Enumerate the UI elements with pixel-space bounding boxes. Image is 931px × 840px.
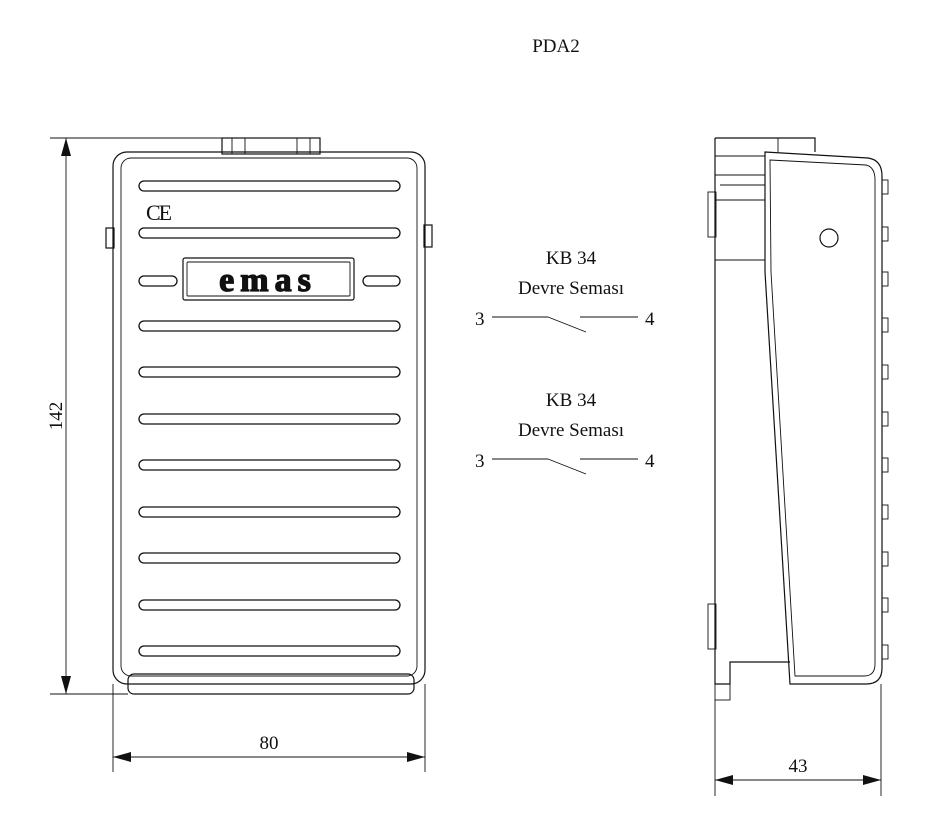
ce-mark: CE — [146, 200, 172, 225]
vent-slot — [138, 645, 401, 657]
dimension-depth: 43 — [714, 684, 882, 796]
vent-slot — [138, 275, 178, 287]
schematic-1-model: KB 34 — [546, 248, 597, 269]
vent-slot — [138, 459, 401, 471]
side-top-connector — [715, 137, 816, 152]
drawing-title: PDA2 — [532, 36, 580, 57]
schematic-1: KB 34 Devre Seması 3 4 — [475, 248, 655, 333]
side-clip-top — [707, 191, 717, 238]
schematic-2-terminal-left: 3 — [475, 451, 485, 472]
vent-slot — [138, 599, 401, 611]
dimension-width-label: 80 — [260, 733, 279, 754]
top-connector — [221, 137, 321, 155]
vent-slot — [138, 180, 401, 192]
emas-logo: emas — [182, 257, 355, 301]
pivot-hole — [819, 228, 839, 248]
side-base-plate — [714, 138, 790, 685]
front-body-outer — [112, 151, 426, 685]
schematic-2-model: KB 34 — [546, 390, 597, 411]
vent-slot — [138, 366, 401, 378]
dimension-height: 142 — [46, 137, 222, 695]
schematic-2-terminal-right: 4 — [645, 451, 655, 472]
vent-slot — [138, 413, 401, 425]
schematic-1-caption: Devre Seması — [518, 278, 624, 299]
side-view — [707, 137, 889, 701]
vent-slot — [138, 320, 401, 332]
schematic-1-contact — [547, 316, 587, 333]
front-body-inner — [120, 157, 418, 677]
schematic-2-contact — [547, 458, 587, 475]
left-clip — [105, 227, 115, 249]
emas-logo-text: emas — [219, 262, 317, 299]
vent-slot — [362, 275, 401, 287]
schematic-2: KB 34 Devre Seması 3 4 — [475, 390, 655, 475]
ventilation-slots — [138, 180, 401, 657]
dimension-height-label: 142 — [46, 402, 67, 431]
dimension-width: 80 — [112, 684, 426, 772]
vent-slot — [138, 227, 401, 239]
schematic-1-terminal-left: 3 — [475, 309, 485, 330]
side-pedal-body — [764, 151, 883, 685]
vent-slot — [138, 506, 401, 518]
side-clip-bottom — [707, 603, 717, 650]
schematic-2-caption: Devre Seması — [518, 420, 624, 441]
schematic-1-terminal-right: 4 — [645, 309, 655, 330]
side-ridges — [881, 179, 889, 660]
vent-slot — [138, 552, 401, 564]
dimension-depth-label: 43 — [789, 756, 808, 777]
front-view: CE emas — [105, 137, 433, 695]
right-clip — [423, 224, 433, 248]
